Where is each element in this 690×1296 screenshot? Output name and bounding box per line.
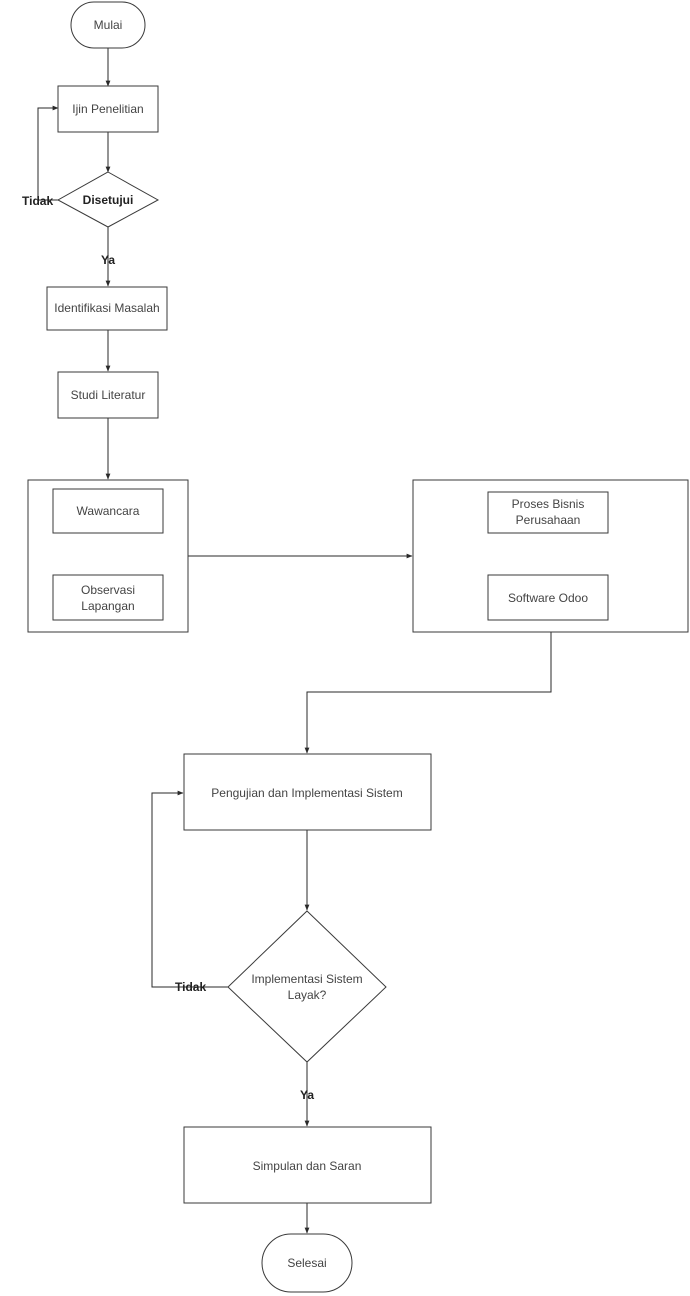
feasible-no-label: Tidak (175, 980, 206, 994)
end-terminator: Selesai (261, 1233, 353, 1293)
approved-decision: Disetujui (56, 171, 160, 228)
end-label: Selesai (287, 1256, 326, 1270)
business-process: Proses Bisnis Perusahaan (487, 491, 609, 534)
start-terminator: Mulai (70, 1, 146, 49)
business-label-line2: Perusahaan (516, 513, 581, 527)
feasible-yes-label: Ya (300, 1088, 314, 1102)
business-label-line1: Proses Bisnis (512, 497, 585, 511)
odoo-label: Software Odoo (508, 591, 588, 605)
edge-feasible-no-loop (151, 790, 228, 988)
literature-process: Studi Literatur (57, 371, 159, 419)
feasible-label-line2: Layak? (288, 988, 327, 1002)
edge-approved-no-loop (37, 105, 59, 201)
conclusion-label: Simpulan dan Saran (253, 1159, 362, 1173)
literature-label: Studi Literatur (71, 388, 146, 402)
testing-label: Pengujian dan Implementasi Sistem (211, 786, 402, 800)
conclusion-process: Simpulan dan Saran (183, 1126, 432, 1204)
analysis-group: Proses Bisnis Perusahaan Software Odoo (412, 479, 689, 633)
observation-label-line1: Observasi (81, 583, 135, 597)
feasible-decision: Implementasi Sistem Layak? (227, 910, 387, 1063)
start-label: Mulai (94, 18, 123, 32)
edges (37, 48, 552, 1234)
testing-process: Pengujian dan Implementasi Sistem (183, 753, 432, 831)
interview-label: Wawancara (77, 504, 140, 518)
edge-group-to-testing (304, 632, 552, 754)
interview-process: Wawancara (52, 488, 164, 534)
odoo-process: Software Odoo (487, 574, 609, 621)
approved-yes-label: Ya (101, 253, 115, 267)
observation-label-line2: Lapangan (81, 599, 134, 613)
data-collection-group: Wawancara Observasi Lapangan (27, 479, 189, 633)
permit-process: Ijin Penelitian (57, 85, 159, 133)
feasible-label-line1: Implementasi Sistem (251, 972, 362, 986)
problem-id-label: Identifikasi Masalah (54, 301, 159, 315)
observation-process: Observasi Lapangan (52, 574, 164, 621)
problem-id-process: Identifikasi Masalah (46, 286, 168, 331)
approved-label: Disetujui (83, 193, 134, 207)
approved-no-label: Tidak (22, 194, 53, 208)
permit-label: Ijin Penelitian (72, 102, 143, 116)
